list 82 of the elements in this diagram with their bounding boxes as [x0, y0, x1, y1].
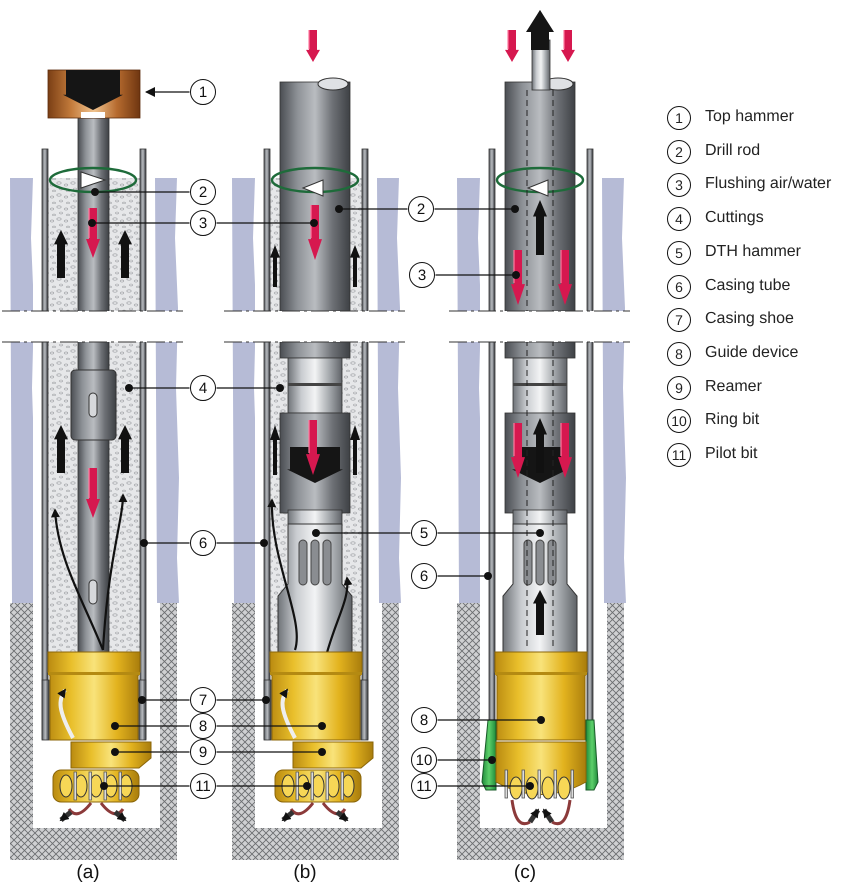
leader-line: [216, 782, 311, 790]
callout-number: 2: [416, 202, 426, 216]
legend-number: 2: [667, 140, 691, 164]
callout-number: 3: [418, 268, 426, 282]
leader-line: [125, 384, 190, 392]
callout-number: 11: [416, 778, 432, 794]
panel-caption: (a): [76, 862, 100, 884]
callout-circle: [411, 520, 437, 546]
legend-number: 5: [667, 240, 691, 265]
leader-line: [100, 782, 190, 790]
leader-line: [88, 219, 190, 227]
callout-number: 6: [198, 536, 208, 550]
leader-line: [438, 716, 545, 724]
legend-text: Casing shoe: [705, 310, 794, 328]
legend-number: 4: [667, 207, 691, 232]
callout-circle: [190, 713, 216, 739]
legend-text: Flushing air/water: [705, 175, 832, 194]
legend-number: 10: [667, 409, 691, 434]
callout-circle: [190, 375, 216, 401]
callout-circle: [411, 773, 437, 799]
leader-line: [138, 696, 190, 704]
panel-caption: (b): [293, 862, 317, 884]
callout-circle: [190, 739, 216, 765]
leader-line: [438, 756, 496, 764]
legend-text: Cuttings: [705, 209, 764, 228]
legend-number: 3: [667, 173, 691, 198]
legend-text: Ring bit: [705, 411, 760, 430]
callout-number: 8: [198, 718, 208, 734]
callout-circle: [408, 196, 434, 222]
leader-line: [91, 188, 190, 196]
legend-number: 6: [667, 274, 691, 298]
leader-line: [438, 572, 492, 580]
callout-circle: [411, 747, 437, 773]
legend-text: Drill rod: [705, 142, 760, 160]
callout-number: 9: [198, 744, 208, 760]
legend-number: 9: [667, 376, 691, 400]
callout-number: 1: [198, 84, 208, 100]
callout-circle: [409, 262, 435, 288]
panel-caption: (c): [514, 862, 536, 884]
callout-circle: [190, 79, 216, 105]
legend-text: Reamer: [705, 378, 762, 396]
callout-number: 6: [420, 568, 428, 584]
callout-circle: [411, 707, 437, 733]
leader-line: [438, 529, 544, 537]
legend-number: 7: [667, 308, 691, 332]
leader-line: [111, 722, 190, 730]
legend-number: 11: [667, 443, 691, 467]
callout-number: 2: [198, 184, 208, 200]
leader-line: [216, 539, 268, 547]
legend-number: 8: [667, 342, 691, 366]
callout-circle: [190, 773, 216, 799]
legend-text: DTH hammer: [705, 242, 802, 261]
legend-text: Pilot bit: [705, 445, 758, 463]
callout-number: 7: [198, 692, 208, 708]
leader-line: [140, 539, 190, 547]
callout-number: 8: [420, 712, 428, 728]
callout-circle: [411, 563, 437, 589]
callout-circle: [190, 179, 216, 205]
callout-circle: [190, 687, 216, 713]
callout-number: 11: [195, 778, 211, 794]
leader-line: [216, 219, 318, 227]
leader-line: [436, 271, 520, 279]
callout-number: 10: [416, 752, 432, 768]
leader-line: [216, 384, 284, 392]
callout-number: 3: [198, 216, 208, 230]
leader-line: [216, 696, 270, 704]
callout-circle: [190, 530, 216, 556]
leader-line: [216, 722, 326, 730]
leader-line: [434, 205, 519, 213]
arrow: [145, 87, 190, 97]
legend-text: Guide device: [705, 344, 798, 362]
leader-line: [438, 782, 534, 790]
callout-circle: [190, 210, 216, 236]
callout-number: 4: [198, 380, 208, 396]
legend-text: Top hammer: [705, 108, 794, 126]
callout-number: 5: [420, 526, 428, 540]
legend-number: 1: [667, 106, 691, 130]
leader-line: [216, 748, 326, 756]
leader-line: [111, 748, 190, 756]
leader-line: [312, 529, 410, 537]
leader-line: [335, 205, 408, 213]
legend-text: Casing tube: [705, 276, 790, 294]
